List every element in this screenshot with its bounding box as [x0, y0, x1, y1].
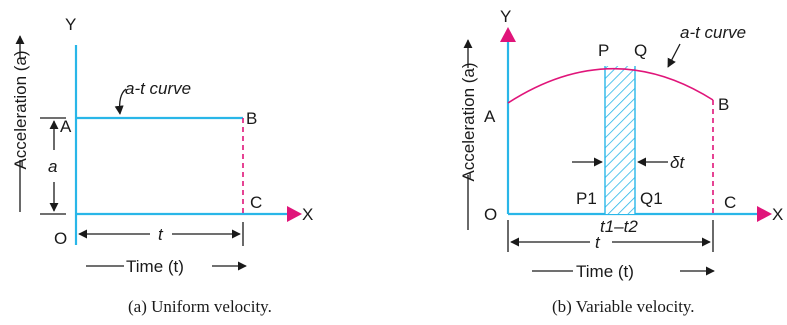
origin-o-b: O [484, 205, 497, 224]
caption-b: (b) Variable velocity. [552, 297, 695, 316]
point-c-b: C [724, 193, 736, 212]
point-q1: Q1 [640, 189, 663, 208]
y-axis-letter-b: Y [500, 7, 511, 26]
panel-a: Acceleration (a) Y X a-t curve A B C O a… [11, 15, 313, 316]
origin-o: O [54, 229, 67, 248]
point-a: A [60, 117, 72, 136]
width-symbol: t [158, 225, 164, 244]
x-axis-letter-b: X [772, 205, 783, 224]
point-p1: P1 [576, 189, 597, 208]
height-symbol: a [48, 157, 57, 176]
width-symbol-b: t [595, 233, 601, 252]
strip-width-symbol: δt [670, 153, 685, 172]
point-b: B [246, 109, 257, 128]
x-axis-label-b: Time (t) [576, 262, 634, 281]
curve-pointer-arrow-b [667, 43, 681, 68]
x-axis-arrowhead-b [757, 206, 772, 222]
point-p: P [598, 41, 609, 60]
x-axis-letter: X [302, 205, 313, 224]
y-axis-letter: Y [65, 15, 76, 34]
at-curve-arc [507, 67, 714, 104]
y-axis-arrowhead-b [500, 27, 516, 42]
strip-interval: t1–t2 [600, 217, 638, 236]
point-a-b: A [484, 107, 496, 126]
hatched-strip [605, 66, 635, 214]
point-b-b: B [718, 95, 729, 114]
x-axis-arrowhead [287, 206, 302, 222]
x-axis-label: Time (t) [126, 257, 184, 276]
panel-b: Acceleration (a) Y X a-t curve A B C O P… [459, 7, 783, 316]
caption-a: (a) Uniform velocity. [128, 297, 272, 316]
y-axis-label: Acceleration (a) [11, 50, 30, 169]
point-c: C [250, 193, 262, 212]
curve-label: a-t curve [125, 79, 191, 98]
curve-label-b: a-t curve [680, 23, 746, 42]
y-axis-label-b: Acceleration (a) [459, 62, 478, 181]
curve-pointer-arrow [114, 88, 127, 115]
point-q: Q [634, 41, 647, 60]
